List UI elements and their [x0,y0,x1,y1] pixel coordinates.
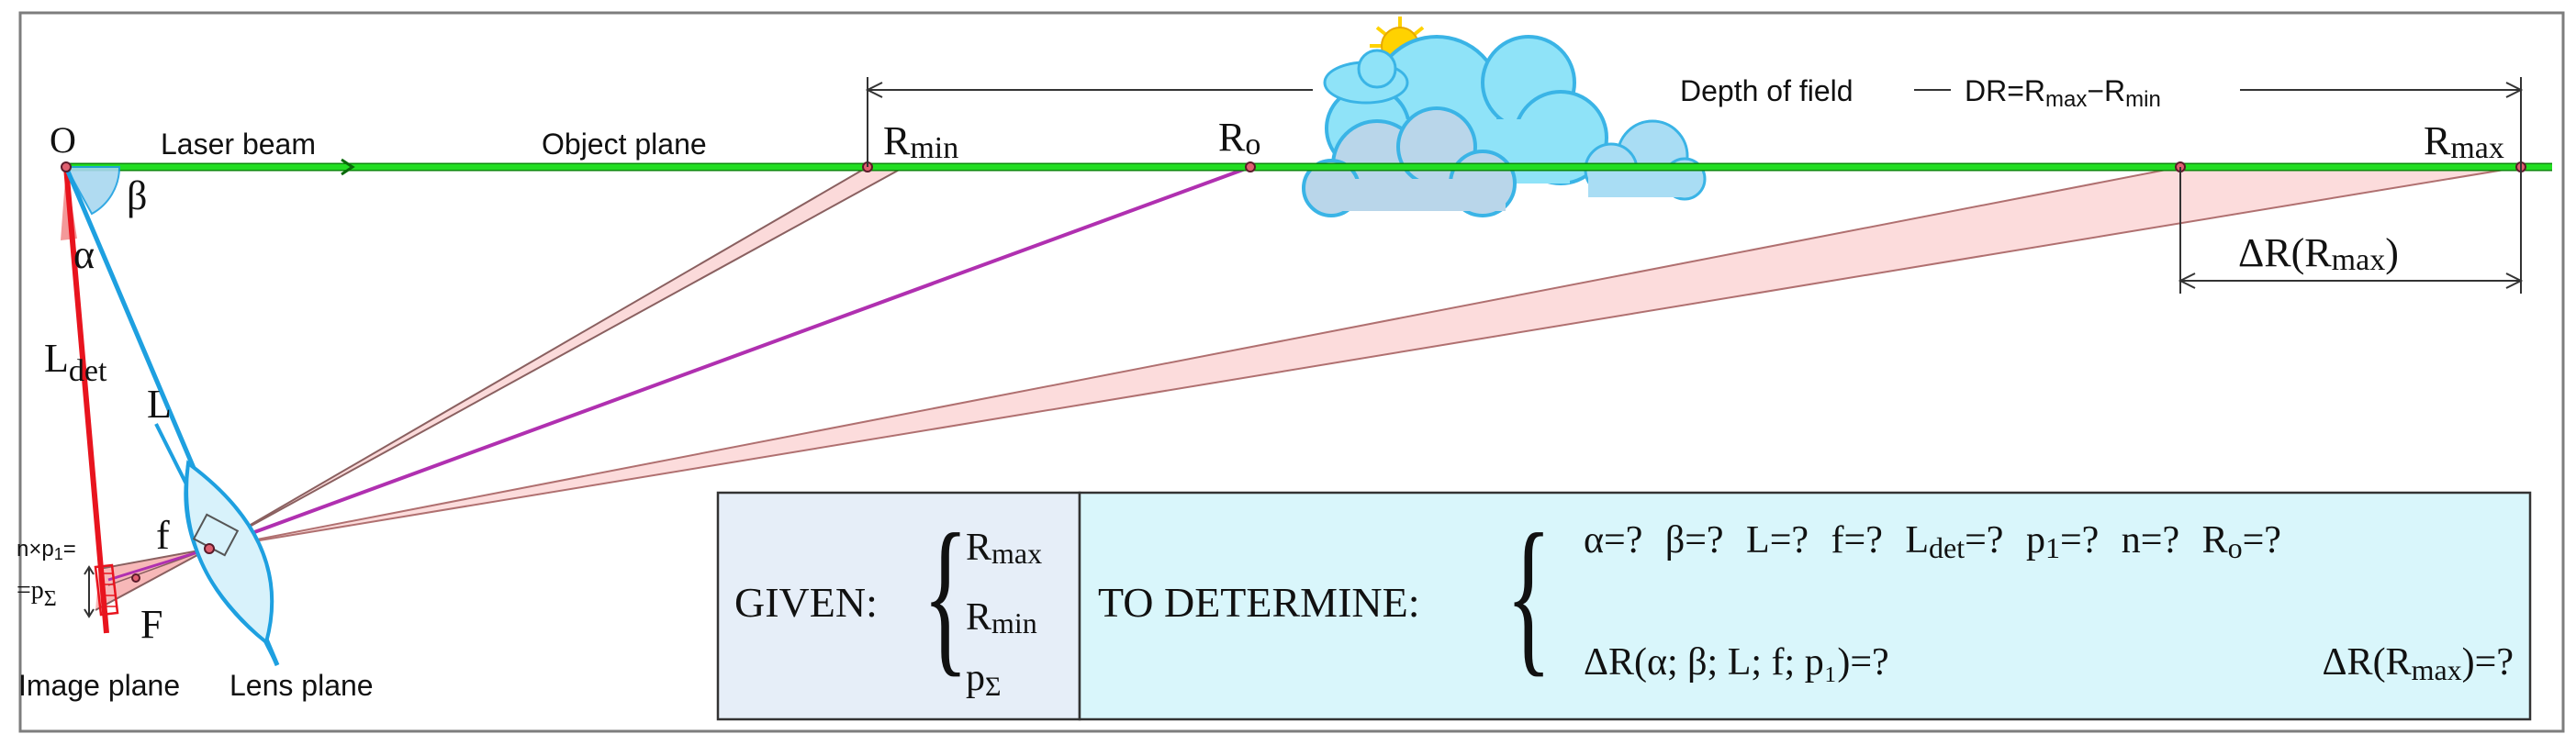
det-beta: β=? [1665,519,1724,562]
delta-r-dimension [2178,167,2524,294]
det-l: L=? [1746,519,1809,562]
label-ro: Ro [1218,115,1260,161]
given-item-rmin: Rmin [966,596,1037,639]
clouds-and-sun [1302,17,1707,217]
label-beta: β [127,173,147,218]
rmax-ray-bottom [208,166,2181,550]
ray-cones [61,166,2522,611]
beam-arrow-icon [341,158,355,176]
rmin-ray-b [208,166,905,550]
ro-ray-image [107,547,210,582]
label-rmin: Rmin [883,118,958,165]
lens-icon [154,423,279,666]
label-rmax: Rmax [2424,118,2504,165]
depth-of-field-dimension [865,77,2524,167]
label-np1: n×p1= [17,537,76,563]
point-focus [131,573,140,583]
given-item-psum: pΣ [966,657,1001,702]
beta-arc [64,166,121,216]
label-ldet: Ldet [44,336,107,388]
label-laser-beam: Laser beam [161,128,316,161]
label-l: L [147,382,172,427]
label-delta-r: ΔR(Rmax) [2238,230,2399,277]
image-ray-a [98,548,210,570]
label-image-plane: Image plane [18,669,180,702]
detector-icon [84,563,119,618]
rmax-ray-top [208,166,2522,550]
determine-box [1078,491,2532,721]
det-n: n=? [2122,519,2179,562]
label-f-capital: F [140,602,162,647]
det-alpha: α=? [1584,519,1642,562]
label-psum: =pΣ [17,576,57,611]
det-p1: p [2026,519,2045,562]
label-alpha: α [73,232,95,277]
label-f-small: f [156,513,170,558]
point-lens [204,543,215,554]
det-ldet: L [1905,519,1929,562]
determine-title: TO DETERMINE: [1098,579,1420,626]
label-dr-formula: DR=Rmax−Rmin [1965,74,2161,112]
det-f: f=? [1831,519,1883,562]
rmin-ray-a [208,166,868,550]
point-o [61,161,72,172]
given-brace: { [923,498,969,692]
image-ray-b [95,548,210,611]
image-plane-line [63,166,109,634]
cloud-icon-small [1323,49,1409,105]
label-depth-of-field: Depth of field [1680,74,1854,107]
label-object-plane: Object plane [542,128,707,161]
determine-row2-right: ΔR(Rmax)=? [2323,641,2514,686]
given-item-rmax: Rmax [966,527,1042,570]
problem-panel: GIVEN: { Rmax Rmin pΣ TO DETERMINE: { α=… [716,491,2532,721]
determine-row2-left: ΔR(α; β; L; f; p₁)=? [1584,641,1889,684]
det-ro: R [2202,519,2228,562]
determine-brace: { [1506,498,1551,692]
points [61,161,2526,583]
point-ro [1245,161,1256,172]
label-origin: O [50,119,76,161]
given-title: GIVEN: [734,579,878,626]
ro-ray [208,165,1251,550]
label-lens-plane: Lens plane [230,669,374,702]
determine-row1: α=? β=? L=? f=? Ldet=? p1=? n=? Ro=? [1584,519,2281,564]
